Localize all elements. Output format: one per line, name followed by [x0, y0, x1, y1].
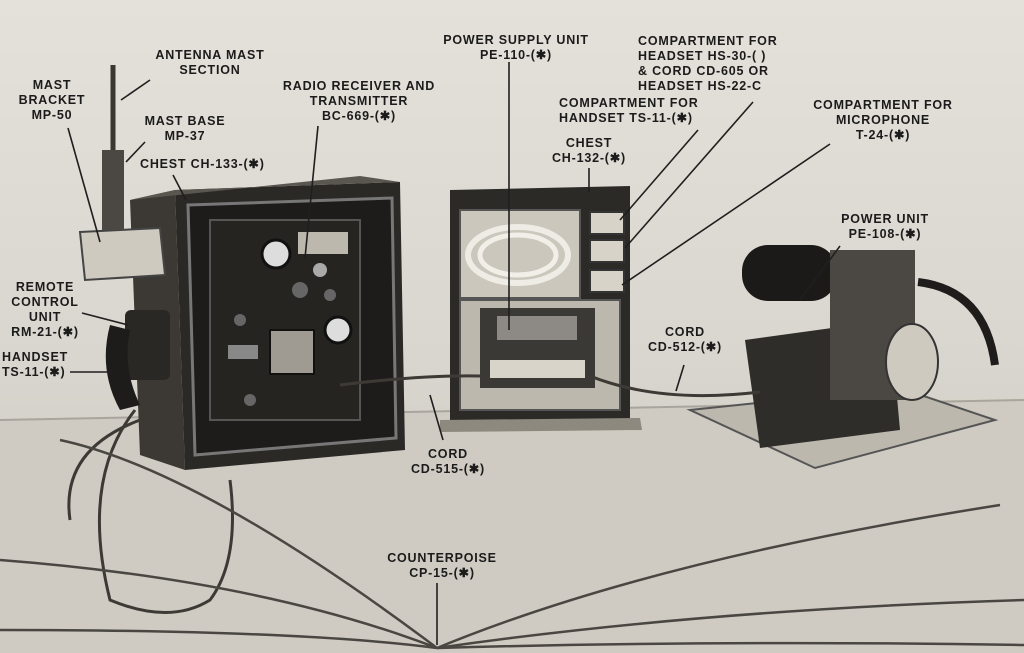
remote-control-unit	[105, 310, 170, 410]
cords	[67, 374, 761, 614]
power-unit-pe-108	[686, 245, 999, 470]
counterpoise-wires	[0, 438, 1024, 650]
chest-ch-133	[78, 65, 405, 470]
label-chest-ch-133: CHEST CH-133-(✱)	[140, 157, 265, 171]
leader-lines	[67, 62, 841, 645]
radio-bc-669	[209, 219, 361, 421]
chest-ch-132	[440, 186, 642, 432]
